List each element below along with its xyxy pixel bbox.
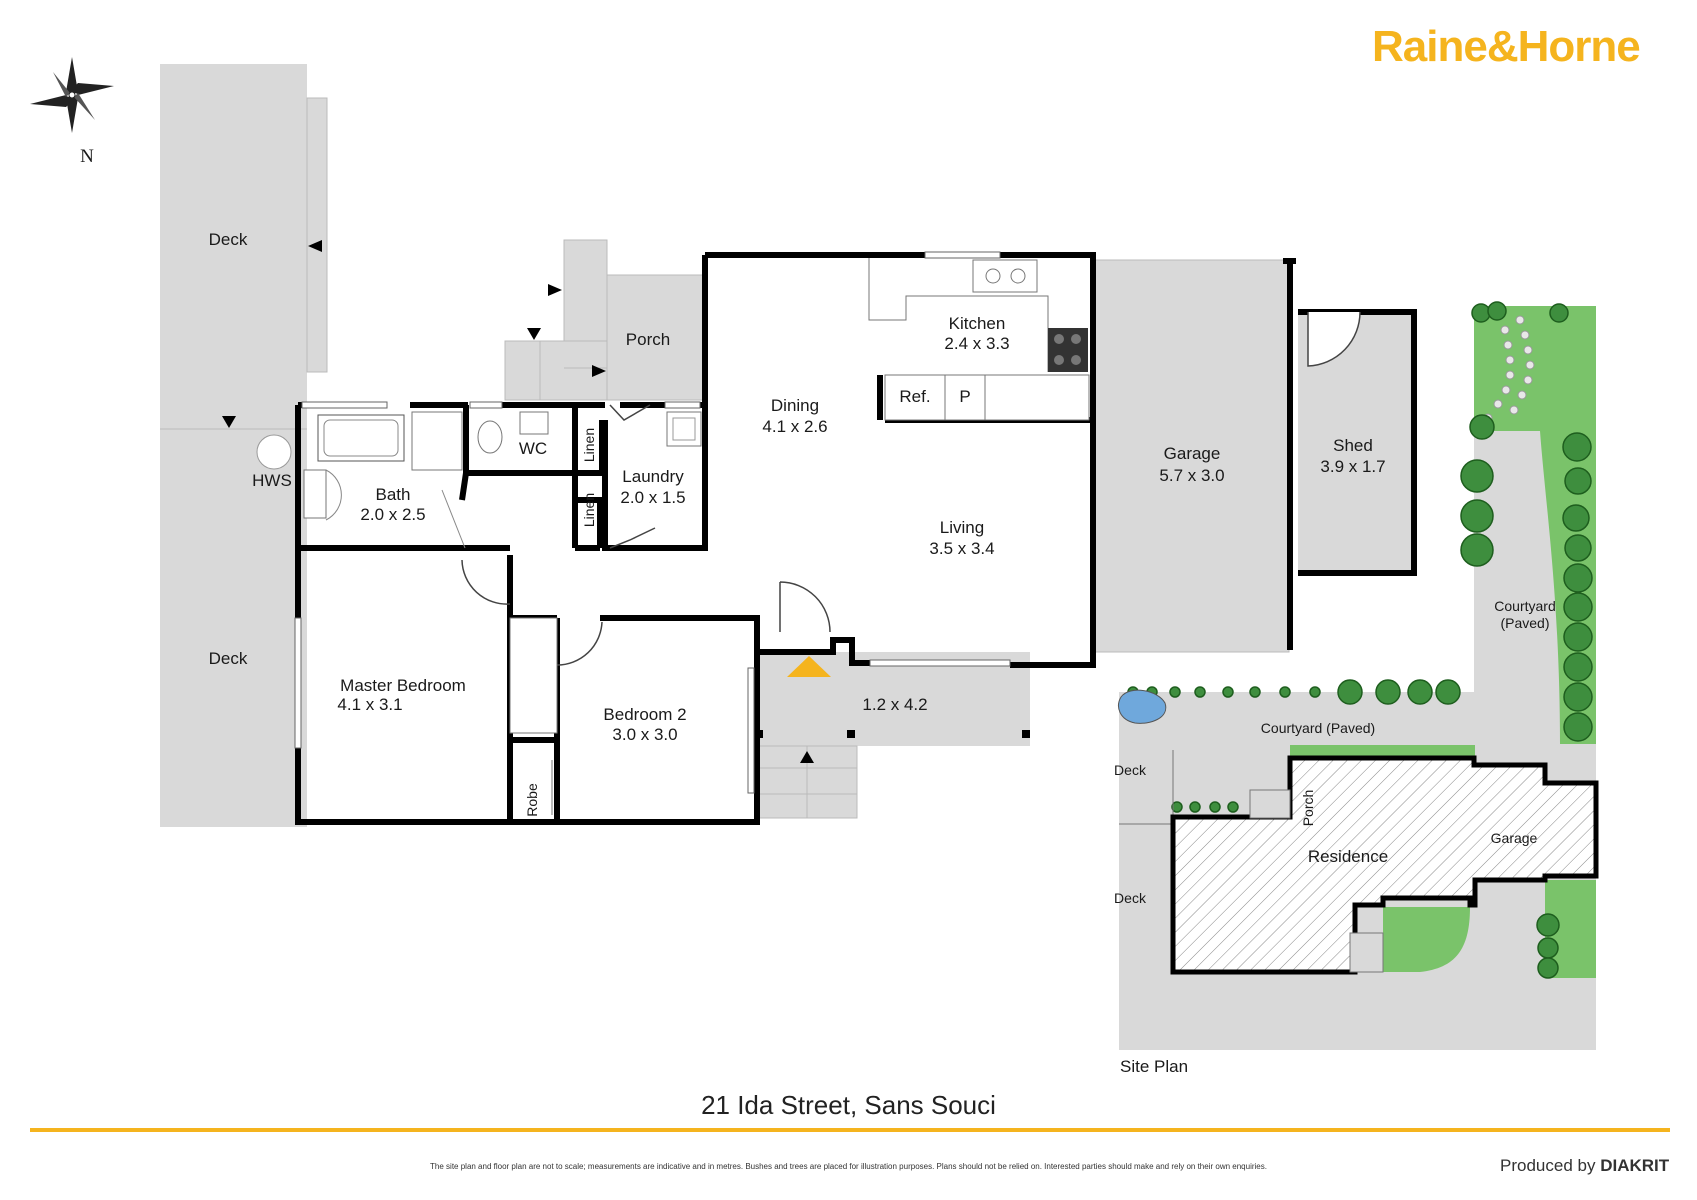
- bathtub-icon: [317, 414, 405, 462]
- site-deck-2-label: Deck: [1114, 890, 1147, 906]
- master-bedroom-size: 4.1 x 3.1: [337, 695, 402, 714]
- site-garage-label: Garage: [1491, 830, 1538, 846]
- kitchen-name: Kitchen: [949, 314, 1006, 333]
- shed-name: Shed: [1333, 436, 1373, 455]
- property-address: 21 Ida Street, Sans Souci: [701, 1090, 996, 1120]
- bedroom2-name: Bedroom 2: [603, 705, 686, 724]
- produced-by: Produced by DIAKRIT: [1500, 1156, 1669, 1176]
- site-courtyard-right-line2: (Paved): [1500, 615, 1549, 631]
- site-residence-label: Residence: [1308, 847, 1388, 866]
- site-courtyard-right-line1: Courtyard: [1494, 598, 1555, 614]
- vanity-icon: [303, 469, 327, 519]
- site-deck-1-label: Deck: [1114, 762, 1147, 778]
- site-plan: Deck Deck Porch Residence Garage Courtya…: [1114, 301, 1599, 1050]
- shed-size: 3.9 x 1.7: [1320, 457, 1385, 476]
- brand-logo: Raine&Horne: [1372, 22, 1641, 71]
- hws-label: HWS: [252, 471, 292, 490]
- compass-rose-icon: [30, 57, 114, 133]
- arrow-marker-icon: [548, 284, 562, 296]
- wc-label: WC: [519, 439, 547, 458]
- site-courtyard-top-label: Courtyard (Paved): [1261, 720, 1375, 736]
- arrow-marker-icon: [800, 751, 814, 763]
- porch-area: [606, 274, 706, 401]
- shower-icon: [411, 411, 463, 471]
- deck-step: [306, 97, 328, 373]
- deck-top-label: Deck: [209, 230, 248, 249]
- door-swings: [461, 404, 831, 666]
- bath-size: 2.0 x 2.5: [360, 505, 425, 524]
- shed-door: [1307, 311, 1361, 367]
- sink-icon: [972, 259, 1038, 293]
- garage-size: 5.7 x 3.0: [1159, 466, 1224, 485]
- bedroom2-size: 3.0 x 3.0: [612, 725, 677, 744]
- pantry-label: P: [959, 387, 970, 406]
- living-size: 3.5 x 3.4: [929, 539, 994, 558]
- robe-label: Robe: [524, 783, 540, 817]
- fridge-label: Ref.: [899, 387, 930, 406]
- laundry-tub-icon: [666, 411, 702, 447]
- producer-name: DIAKRIT: [1600, 1156, 1670, 1175]
- arrow-marker-icon: [592, 365, 606, 377]
- arrow-marker-icon: [308, 240, 322, 252]
- disclaimer-text: The site plan and floor plan are not to …: [430, 1162, 1267, 1171]
- master-bedroom-name: Master Bedroom: [340, 676, 466, 695]
- garage-name: Garage: [1164, 444, 1221, 463]
- site-porch-label: Porch: [1300, 790, 1316, 827]
- kitchen-size: 2.4 x 3.3: [944, 334, 1009, 353]
- porch-label: Porch: [626, 330, 670, 349]
- entry-size-label: 1.2 x 4.2: [862, 695, 927, 714]
- hot-water-system-icon: [256, 434, 292, 470]
- residence-footprint: [1170, 755, 1599, 975]
- dining-size: 4.1 x 2.6: [762, 417, 827, 436]
- basin-icon: [519, 411, 549, 435]
- cooktop-icon: [1048, 328, 1088, 372]
- living-name: Living: [940, 518, 984, 537]
- bath-name: Bath: [376, 485, 411, 504]
- toilet-icon: [477, 420, 503, 454]
- arrow-marker-icon: [222, 416, 236, 428]
- laundry-name: Laundry: [622, 467, 684, 486]
- laundry-size: 2.0 x 1.5: [620, 488, 685, 507]
- entrance-marker-icon: [787, 656, 831, 677]
- deck-bottom-label: Deck: [209, 649, 248, 668]
- linen-2-label: Linen: [581, 493, 597, 527]
- dining-name: Dining: [771, 396, 819, 415]
- produced-by-prefix: Produced by: [1500, 1156, 1596, 1175]
- linen-1-label: Linen: [581, 428, 597, 462]
- footer-divider: [30, 1128, 1670, 1132]
- site-plan-title: Site Plan: [1120, 1057, 1188, 1076]
- arrow-marker-icon: [527, 328, 541, 340]
- garage-area: [1092, 259, 1290, 653]
- compass-north-label: N: [80, 146, 94, 167]
